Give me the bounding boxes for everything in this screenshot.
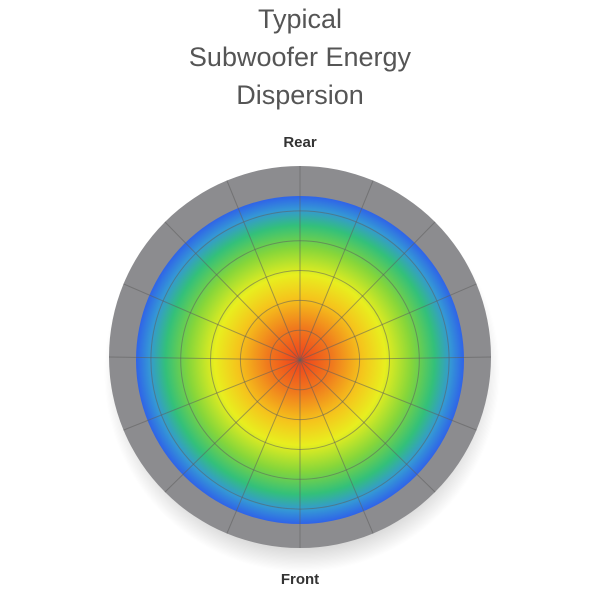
polar-grid bbox=[108, 166, 492, 548]
front-label: Front bbox=[280, 571, 320, 588]
rear-label: Rear bbox=[283, 134, 317, 151]
title-line-2: Subwoofer Energy bbox=[188, 42, 412, 72]
grid-spoke bbox=[299, 283, 477, 361]
grid-spoke bbox=[299, 356, 492, 361]
grid-spoke bbox=[299, 359, 436, 493]
grid-spoke bbox=[108, 356, 301, 361]
grid-spoke bbox=[299, 221, 436, 361]
grid-spoke bbox=[164, 221, 301, 361]
grid-spoke bbox=[226, 180, 301, 361]
grid-spoke bbox=[299, 180, 374, 361]
diagram-title: Typical Subwoofer Energy Dispersion bbox=[0, 0, 600, 114]
grid-spoke bbox=[299, 359, 374, 534]
grid-spoke bbox=[123, 359, 301, 431]
title-line-3: Dispersion bbox=[236, 80, 364, 110]
grid-spoke bbox=[123, 283, 301, 361]
grid-spoke bbox=[164, 359, 301, 493]
grid-spoke bbox=[226, 359, 301, 534]
title-line-1: Typical bbox=[257, 4, 343, 34]
grid-spoke bbox=[299, 359, 477, 431]
